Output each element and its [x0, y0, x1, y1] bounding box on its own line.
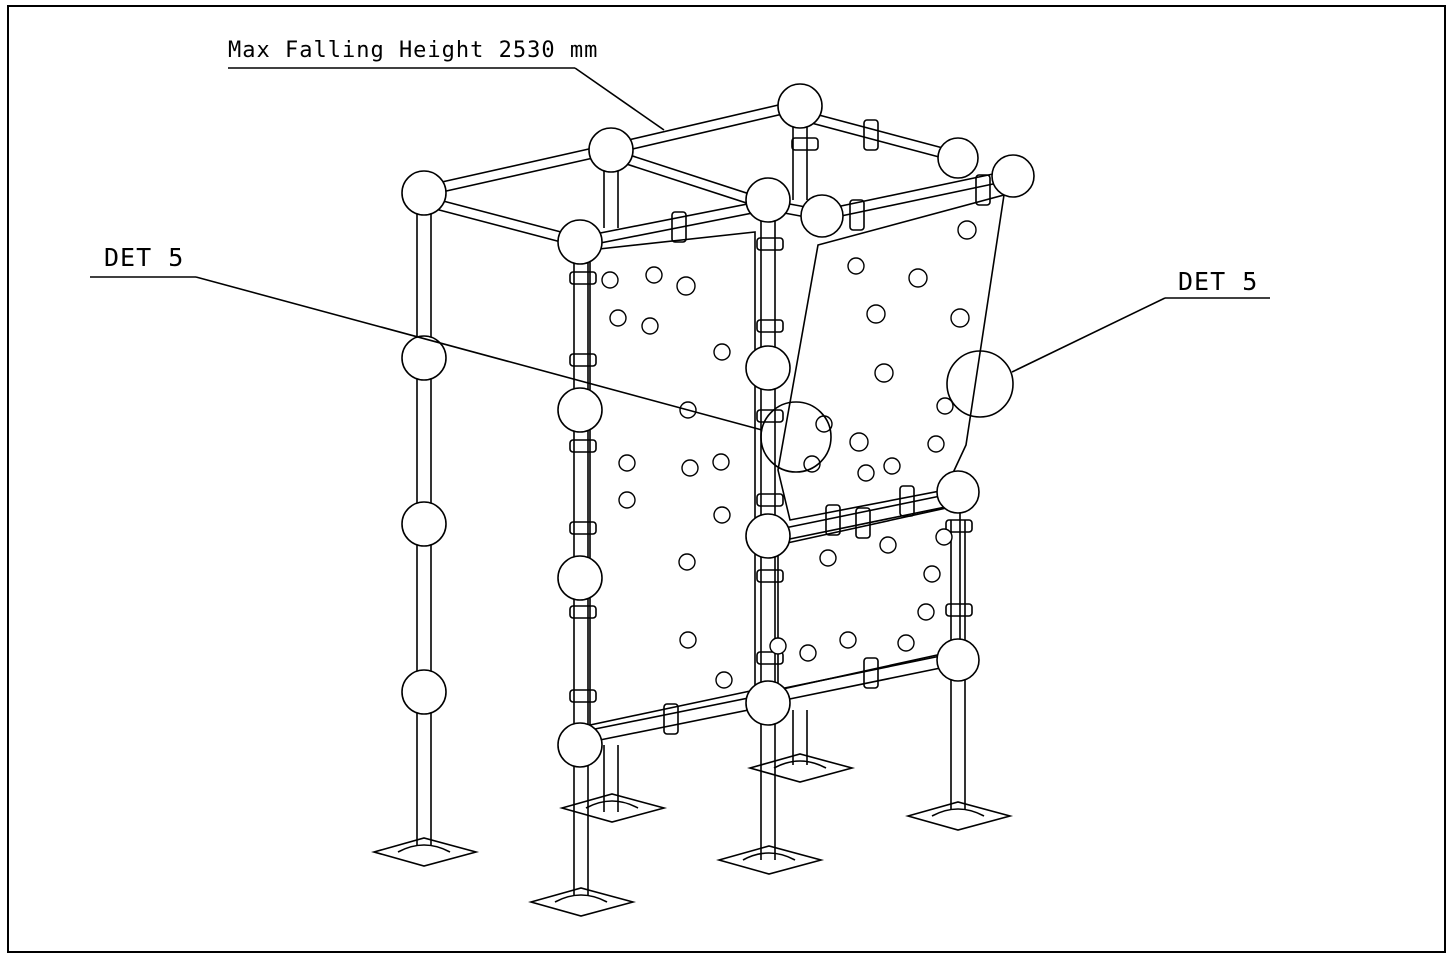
- det-left-leader: [195, 276, 763, 431]
- panel-left: [589, 231, 756, 726]
- max-falling-height-label: Max Falling Height 2530 mm: [228, 38, 599, 63]
- top-rails: [423, 99, 1013, 248]
- structure: [371, 99, 1014, 917]
- det-right-leader: [1011, 297, 1166, 373]
- drawing-border: [7, 5, 1446, 953]
- connector-balls: [401, 83, 1035, 768]
- det-left-circle[interactable]: [760, 401, 832, 473]
- climbing-holds: [601, 220, 977, 689]
- clamps: [569, 119, 991, 735]
- height-leader: [574, 67, 665, 131]
- panel-right-lower: [777, 504, 961, 691]
- det-right-circle[interactable]: [946, 350, 1014, 418]
- detail-label-right: DET 5: [1178, 267, 1259, 296]
- detail-callouts: [90, 67, 1270, 473]
- foot-plates: [371, 753, 1014, 917]
- detail-label-left: DET 5: [104, 243, 185, 272]
